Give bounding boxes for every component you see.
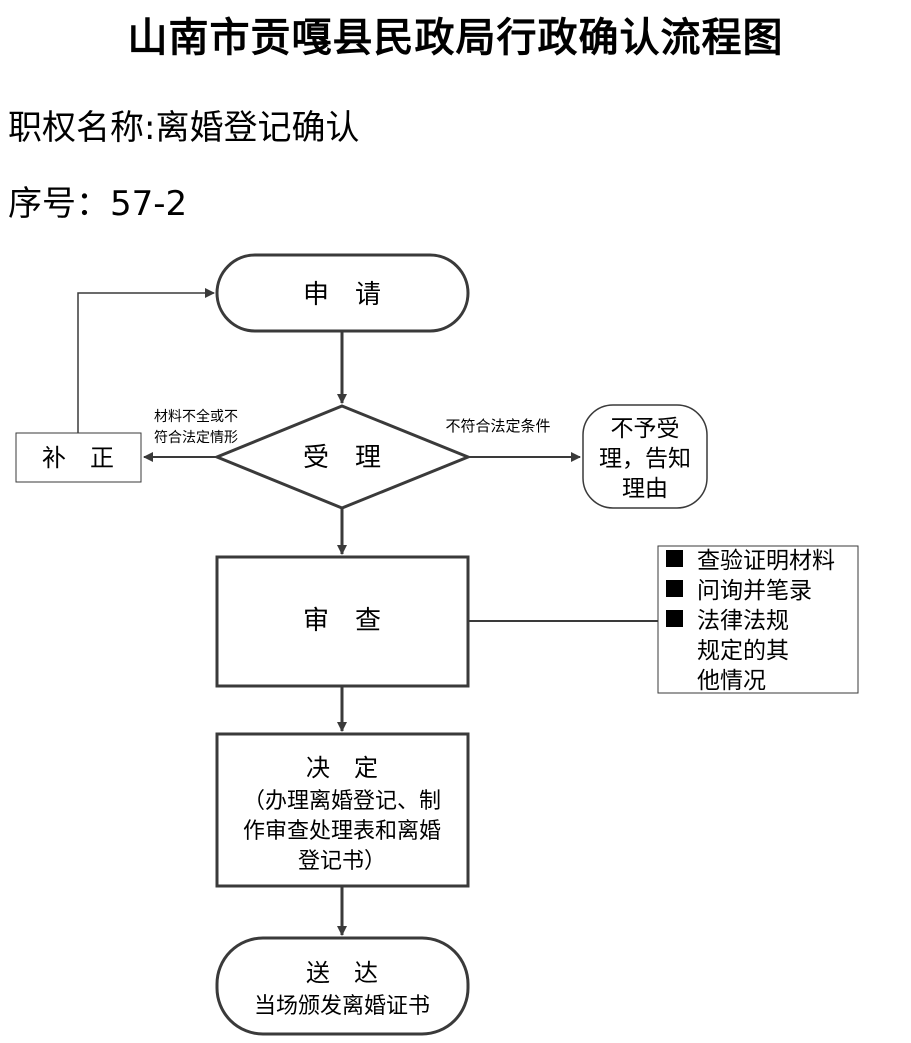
- note-bullet-3: [666, 610, 683, 627]
- accept-label: 受 理: [303, 443, 381, 473]
- reject-line-3: 理由: [622, 476, 668, 502]
- decide-title: 决 定: [306, 754, 378, 782]
- power-name-value: 离婚登记确认: [155, 108, 360, 148]
- deliver-terminal: [215, 936, 470, 1036]
- serial-label: 序号：: [8, 184, 110, 224]
- note-text-4: 规定的其: [697, 638, 789, 664]
- note-bullet-2: [666, 580, 683, 597]
- decide-detail-line-2: 作审查处理表和离婚: [243, 819, 441, 844]
- right-condition-label: 不符合法定条件: [445, 417, 550, 435]
- review-notes-box: [657, 545, 859, 694]
- note-text-5: 他情况: [697, 668, 766, 694]
- note-text-2: 问询并笔录: [697, 578, 812, 604]
- decide-box: [215, 732, 470, 888]
- review-label: 审 查: [303, 606, 381, 636]
- supplement-box: [15, 432, 142, 483]
- review-notes-list: 查验证明材料 问询并笔录 法律法规 规定的其 他情况: [666, 548, 835, 694]
- deliver-title: 送 达: [306, 959, 378, 987]
- arrow-supplement-to-apply: [77, 288, 215, 433]
- reject-line-2: 理，告知: [599, 446, 691, 472]
- note-bullet-1: [666, 550, 683, 567]
- decide-detail-line-1: （办理离婚登记、制: [243, 789, 441, 814]
- left-condition-line-2: 符合法定情形: [154, 430, 238, 446]
- left-condition-line-1: 材料不全或不: [154, 408, 238, 425]
- note-text-1: 查验证明材料: [697, 548, 835, 574]
- power-name-line: 职权名称:离婚登记确认: [8, 106, 359, 150]
- supplement-label: 补 正: [42, 444, 114, 472]
- power-name-label: 职权名称:: [8, 108, 156, 148]
- serial-line: 序号：57-2: [8, 182, 187, 226]
- reject-line-1: 不予受: [611, 416, 680, 442]
- note-text-3: 法律法规: [697, 608, 789, 634]
- reject-node: [582, 404, 708, 509]
- serial-value: 57-2: [110, 184, 188, 224]
- apply-label: 申 请: [303, 280, 381, 310]
- deliver-detail: 当场颁发离婚证书: [254, 994, 430, 1019]
- decide-detail-line-3: 登记书）: [298, 849, 386, 874]
- page-title: 山南市贡嘎县民政局行政确认流程图: [127, 15, 784, 61]
